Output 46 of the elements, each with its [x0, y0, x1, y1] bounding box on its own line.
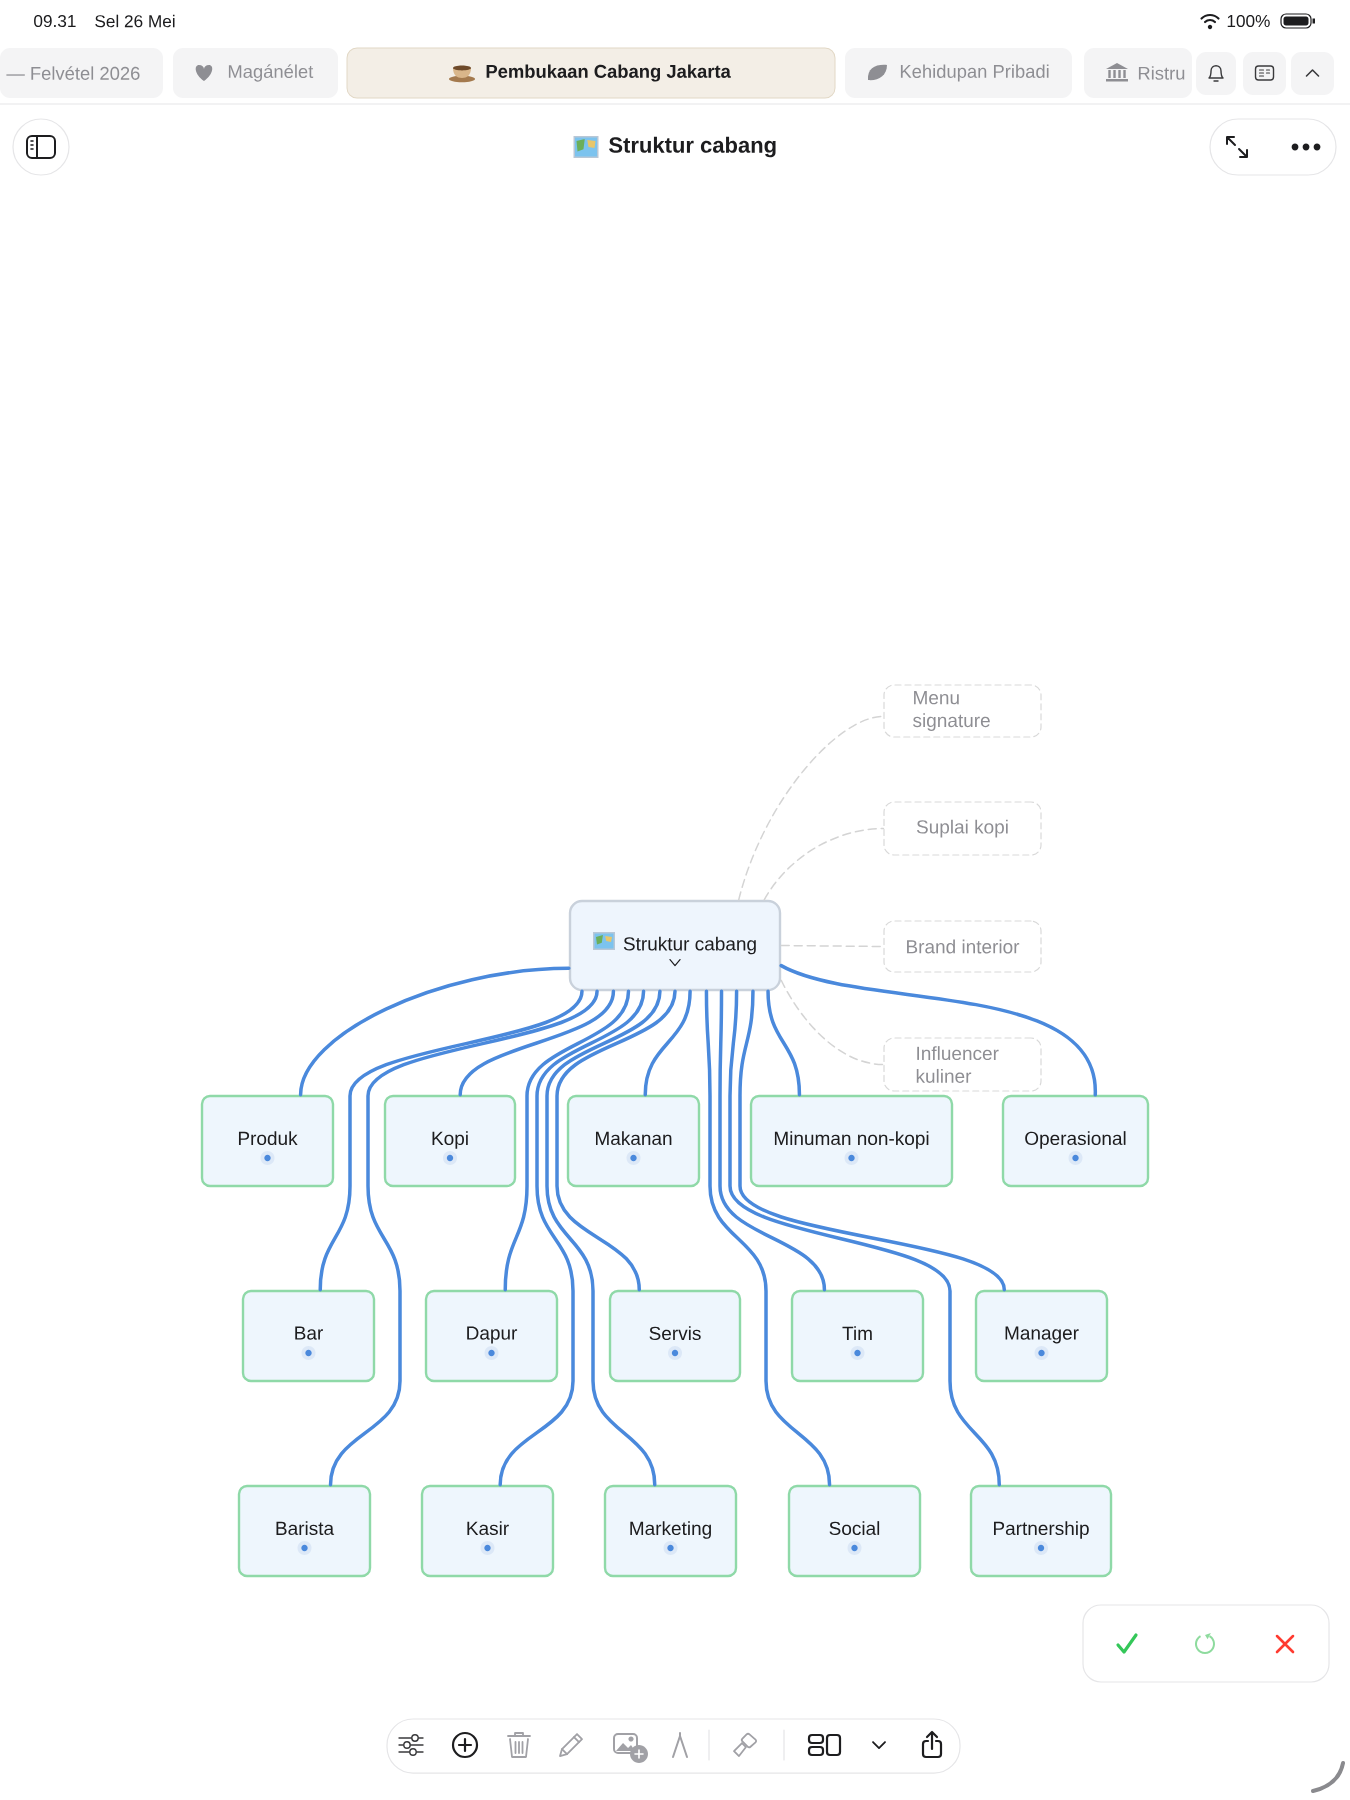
topic-box: Kopi [383, 1094, 517, 1188]
topic-box: Makanan [566, 1094, 701, 1188]
branch-line [643, 989, 692, 1097]
branch-line [328, 989, 599, 1487]
topic-box: Servis [608, 1289, 742, 1383]
branch-line [766, 989, 802, 1097]
topic-box: Operasional [1001, 1094, 1150, 1188]
branch-line [728, 989, 1002, 1487]
branch-line [498, 989, 646, 1487]
status-time: 09.31 [34, 14, 76, 28]
tab: — Felvétel 2026 [0, 48, 163, 98]
branch-line [545, 989, 662, 1487]
branch-line [298, 966, 571, 1097]
status-date: Sel 26 Mei [95, 14, 175, 28]
topic-box: Bar [241, 1289, 376, 1383]
topic-box: Produk [200, 1094, 335, 1188]
battery-percent: 100% [1227, 14, 1270, 28]
topic-box: Kasir [420, 1484, 555, 1578]
central-topic-box: Struktur cabang [568, 899, 782, 992]
dashed-branch-line [763, 827, 885, 901]
tab: Kehidupan Pribadi [845, 48, 1072, 98]
branch-line [718, 989, 827, 1292]
tab: Magánélet [173, 48, 338, 98]
dashed-branch-line [780, 979, 885, 1066]
tab: Pembukaan Cabang Jakarta [346, 47, 836, 99]
page-title: Struktur cabang [609, 136, 776, 158]
topic-box: Manager [974, 1289, 1109, 1383]
topic-box: Minuman non-kopi [749, 1094, 954, 1188]
topic-box: Partnership [969, 1484, 1113, 1578]
branch-line [458, 989, 616, 1097]
dashed-topic-box: Influencer kuliner [883, 1037, 1042, 1092]
branch-line [503, 989, 631, 1292]
topic-box: Dapur [424, 1289, 559, 1383]
topic-box: Social [787, 1484, 922, 1578]
branch-line [704, 989, 832, 1487]
dashed-topic-box: Menu signature [883, 684, 1042, 738]
dashed-topic-box: Suplai kopi [883, 801, 1042, 856]
topic-box: Tim [790, 1289, 925, 1383]
topic-box: Marketing [603, 1484, 738, 1578]
branch-line [555, 989, 677, 1292]
dashed-topic-box: Brand interior [883, 920, 1042, 973]
tab: Ristru [1084, 48, 1192, 98]
topic-box: Barista [237, 1484, 372, 1578]
branch-line [318, 989, 584, 1292]
branch-line [738, 989, 1007, 1292]
branch-line [779, 963, 1097, 1097]
